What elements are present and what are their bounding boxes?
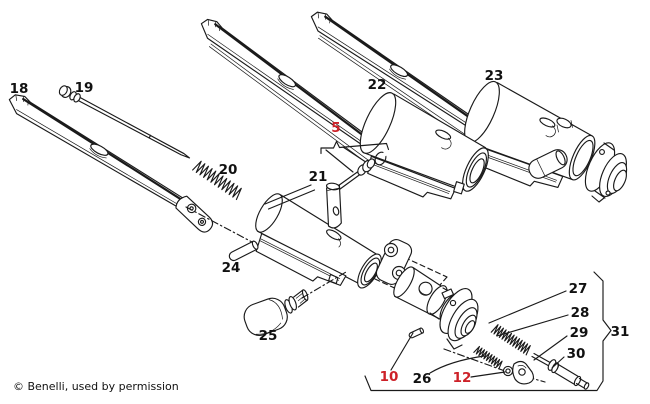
callout-25: 25 bbox=[258, 328, 278, 344]
leader-line-12 bbox=[470, 371, 506, 378]
pin-part-24 bbox=[228, 240, 259, 262]
locking-head-of-23 bbox=[584, 142, 628, 203]
spring-part-26 bbox=[473, 345, 503, 370]
stub-knob bbox=[556, 117, 572, 129]
action-bar-part-18 bbox=[8, 94, 214, 233]
leader-line-27 bbox=[488, 290, 567, 324]
leader-line-29 bbox=[533, 335, 568, 361]
callout-23: 23 bbox=[484, 68, 504, 84]
locking-head-part-27 bbox=[426, 285, 479, 350]
callout-29: 29 bbox=[569, 325, 589, 341]
group-bracket-31 bbox=[364, 271, 612, 392]
callout-26: 26 bbox=[412, 371, 432, 387]
safety-knob-part-25 bbox=[243, 289, 309, 336]
leader-line-30 bbox=[551, 356, 565, 369]
bolt-assembly-part-22 bbox=[359, 92, 489, 200]
callout-12: 12 bbox=[452, 370, 472, 386]
callout-18: 18 bbox=[9, 81, 29, 97]
firing-pin-part-19 bbox=[58, 85, 191, 159]
leader-line-26 bbox=[429, 355, 485, 374]
callout-10: 10 bbox=[379, 369, 399, 385]
callout-24: 24 bbox=[221, 260, 241, 276]
bolt-handle-part-21 bbox=[325, 182, 342, 229]
leader-line-28 bbox=[496, 314, 569, 337]
callout-20: 20 bbox=[218, 162, 238, 178]
callout-5: 5 bbox=[331, 120, 341, 136]
callout-19: 19 bbox=[74, 80, 94, 96]
leader-lines bbox=[390, 290, 569, 378]
callout-28: 28 bbox=[570, 305, 590, 321]
leader-line-10 bbox=[390, 332, 414, 371]
spring-part-20 bbox=[192, 160, 242, 201]
copyright-notice: © Benelli, used by permission bbox=[13, 380, 179, 393]
pin-part-30 bbox=[551, 362, 590, 390]
cam-piece bbox=[512, 360, 535, 385]
bolt-handle-of-23 bbox=[528, 149, 568, 179]
plunger-part-12 bbox=[502, 365, 514, 377]
callout-30: 30 bbox=[566, 346, 586, 362]
spring-part-28 bbox=[490, 324, 531, 356]
axis-line-25 bbox=[301, 271, 347, 299]
leader-line-5 bbox=[325, 146, 369, 173]
callout-22: 22 bbox=[367, 77, 387, 93]
axis-line-18 bbox=[185, 206, 253, 243]
pin-part-10 bbox=[408, 327, 425, 339]
leader-line-21 bbox=[264, 184, 316, 210]
screw-set-part-5 bbox=[320, 140, 390, 193]
action-bar-of-22 bbox=[200, 18, 408, 174]
callout-27: 27 bbox=[568, 281, 588, 297]
bolt-assembly-part-23 bbox=[464, 80, 628, 203]
callout-31: 31 bbox=[610, 324, 630, 340]
bolt-body-central bbox=[255, 193, 382, 289]
callout-21: 21 bbox=[308, 169, 328, 185]
